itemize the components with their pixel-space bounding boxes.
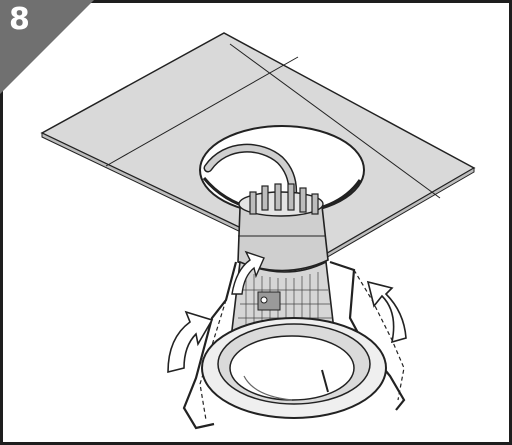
lens-highlight: [243, 375, 293, 401]
curved-rotation-arrow-icon: [366, 280, 407, 344]
step-number: 8: [9, 2, 30, 37]
lens-clip: [321, 369, 329, 393]
heat-sink-fins: [249, 183, 319, 215]
ceiling-grid-line: [105, 56, 299, 167]
left-spring-clip-dash: [199, 299, 227, 421]
terminal-block: [257, 291, 281, 311]
curved-rotation-arrow-icon: [167, 310, 214, 374]
curved-rotation-arrow-icon: [231, 250, 265, 295]
terminal-screw: [260, 296, 268, 304]
step-badge-triangle: [0, 0, 94, 94]
ceiling-grid-line: [229, 43, 441, 199]
lens: [229, 335, 355, 401]
